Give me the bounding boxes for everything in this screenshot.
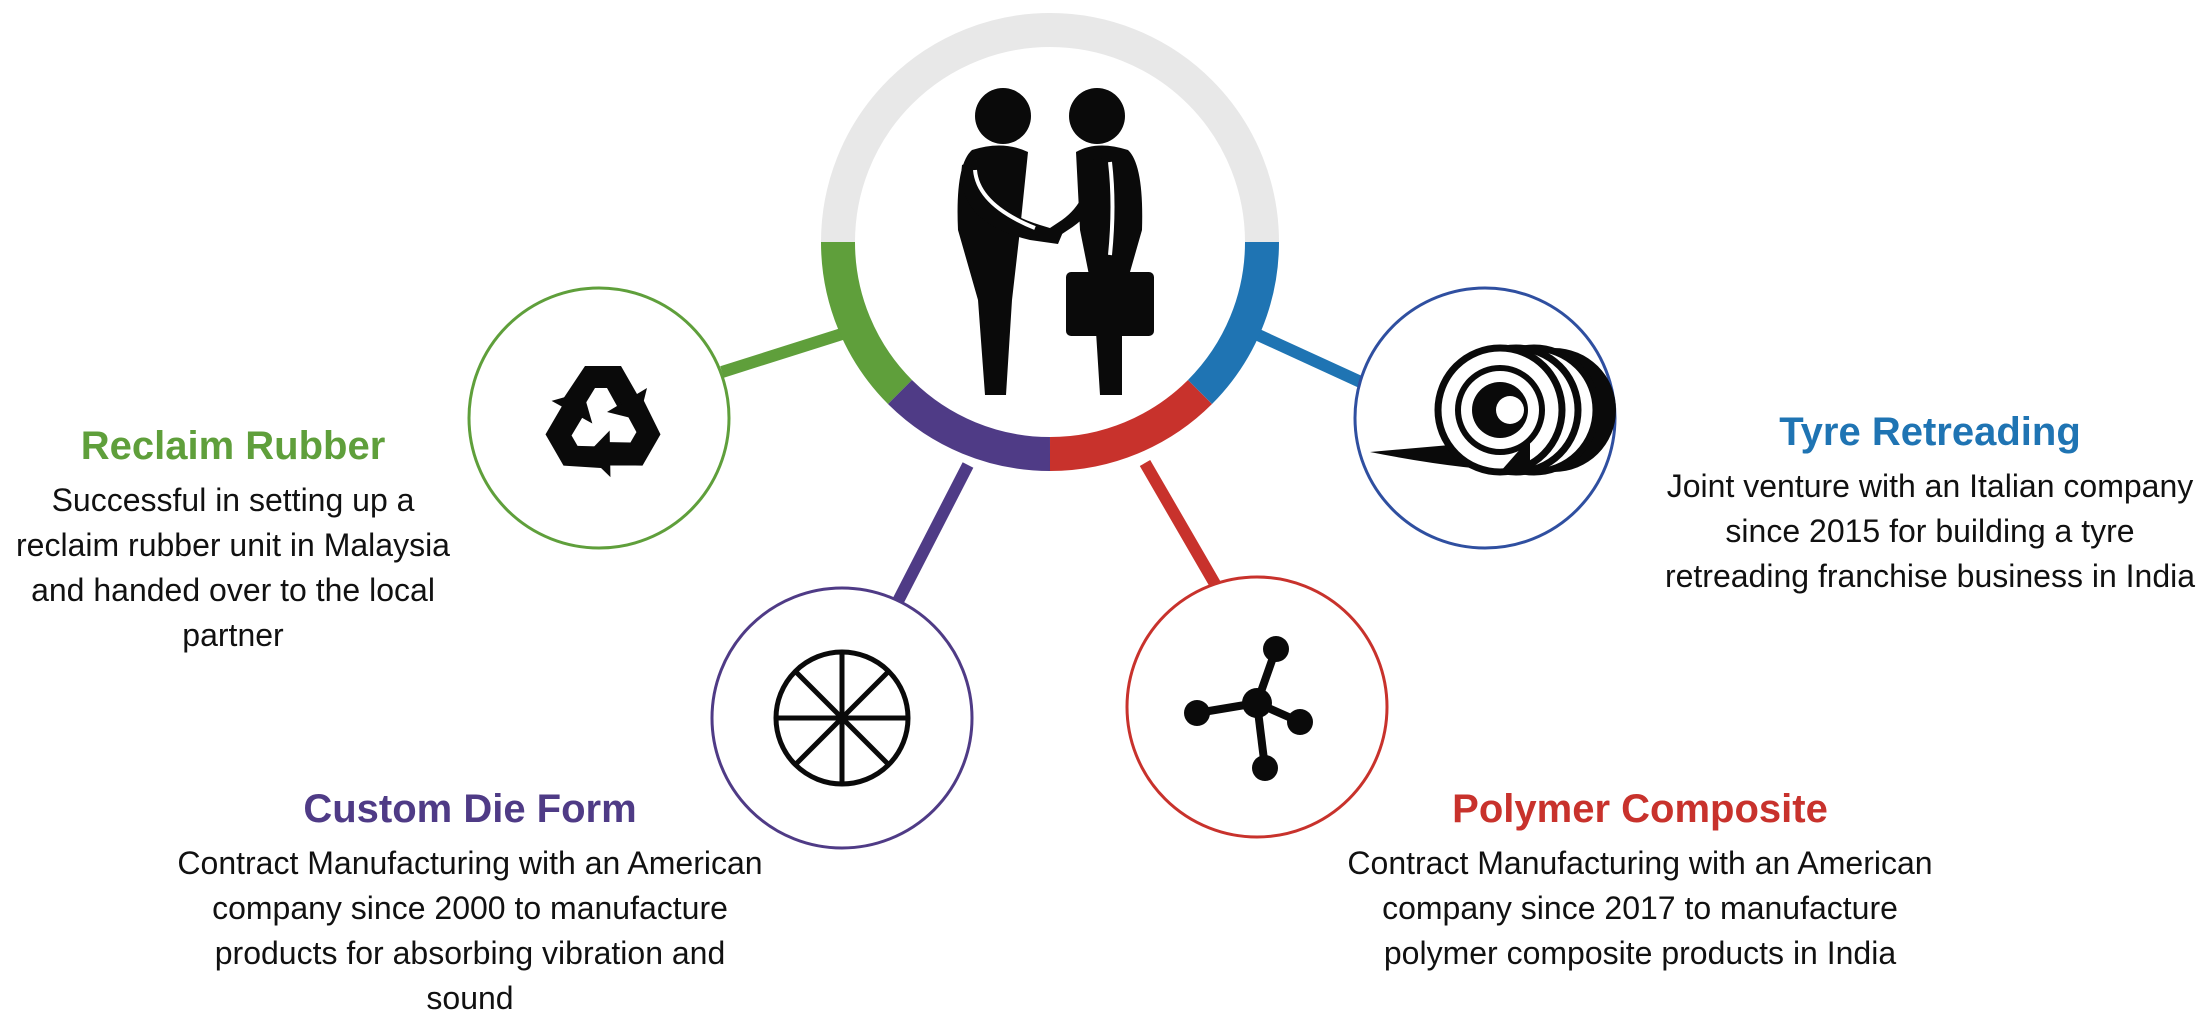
tyre-retreading-title: Tyre Retreading — [1779, 410, 2081, 454]
reclaim-rubber-block: Reclaim Rubber Successful in setting up … — [0, 422, 466, 658]
connector-polymer — [1139, 459, 1228, 600]
connector-die — [889, 462, 974, 610]
ring-segment-green — [820, 241, 913, 405]
polymer-composite-title: Polymer Composite — [1452, 787, 1828, 831]
circle-reclaim — [467, 286, 731, 550]
custom-die-form-title: Custom Die Form — [303, 787, 637, 831]
wheel-icon — [773, 649, 911, 787]
polymer-composite-block: Polymer Composite Contract Manufacturing… — [1340, 785, 1940, 976]
central-ring — [820, 13, 1280, 472]
ring-segment-red — [1049, 379, 1213, 472]
connector-reclaim — [720, 328, 844, 378]
ring-segment-purple — [887, 379, 1051, 472]
polymer-composite-description: Contract Manufacturing with an American … — [1347, 845, 1933, 971]
tape-roll-icon — [1370, 344, 1616, 476]
custom-die-form-block: Custom Die Form Contract Manufacturing w… — [170, 785, 770, 1021]
tyre-retreading-description: Joint venture with an Italian company si… — [1664, 468, 2196, 594]
custom-die-form-description: Contract Manufacturing with an American … — [177, 845, 763, 1016]
ring-segment-grey — [821, 13, 1279, 243]
reclaim-rubber-description: Successful in setting up a reclaim rubbe… — [16, 482, 450, 653]
ring-segment-blue — [1187, 241, 1280, 405]
tyre-retreading-block: Tyre Retreading Joint venture with an It… — [1660, 408, 2200, 599]
handshake-businessmen-icon — [957, 88, 1154, 395]
connector-tyre — [1253, 328, 1368, 390]
recycle-icon — [532, 366, 673, 489]
molecule-icon — [1184, 636, 1313, 781]
reclaim-rubber-title: Reclaim Rubber — [80, 424, 386, 468]
